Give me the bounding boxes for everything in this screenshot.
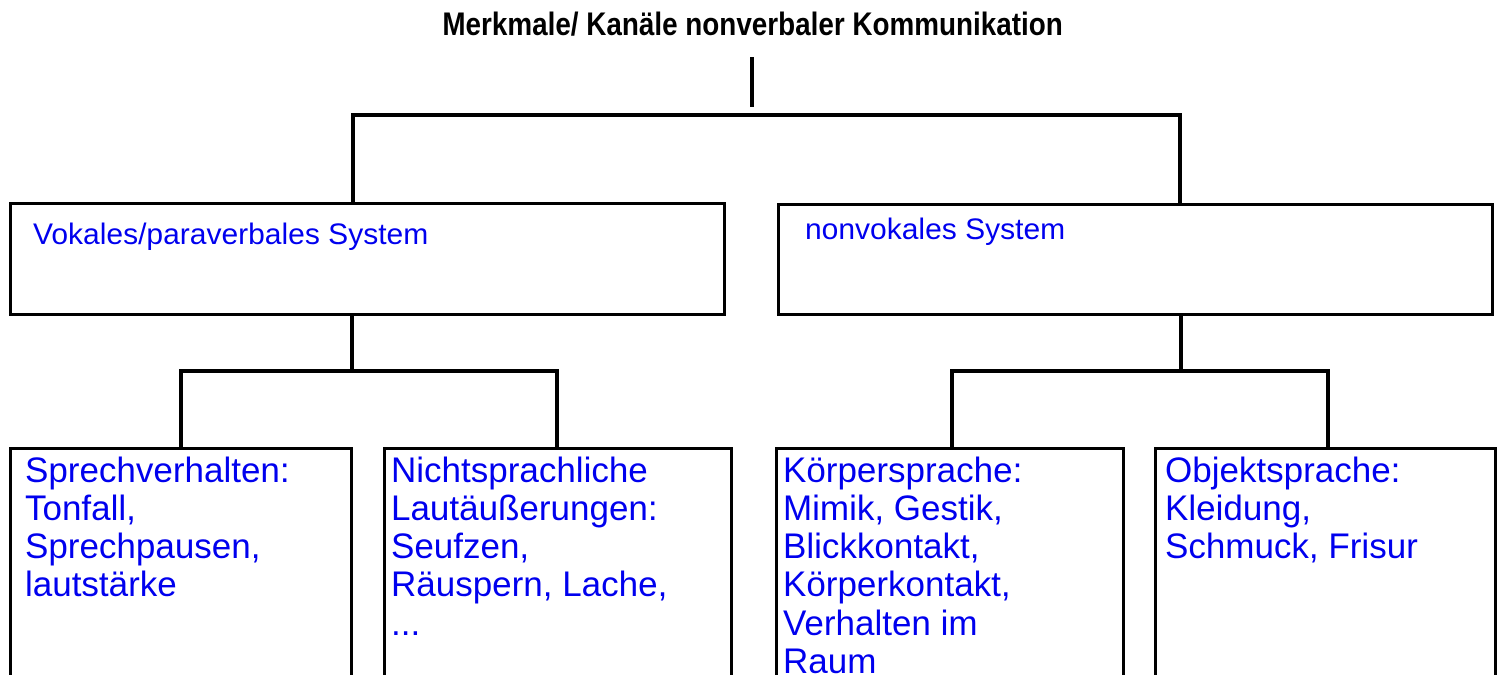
page-title-text: Merkmale/ Kanäle nonverbaler Kommunikati…	[442, 6, 1063, 42]
node-vokales-label: Vokales/paraverbales System	[33, 218, 429, 251]
node-nonvokales-label: nonvokales System	[805, 213, 1066, 246]
node-objektsprache-label: Objektsprache: Kleidung, Schmuck, Frisur	[1165, 451, 1418, 567]
connector-child4-vline	[1326, 369, 1330, 449]
connector-child1-vline	[179, 369, 183, 449]
connector-left-branch-vline	[351, 113, 355, 203]
connector-right-subtree-stub	[1179, 316, 1183, 371]
node-koerpersprache: Körpersprache: Mimik, Gestik, Blickkonta…	[775, 447, 1125, 675]
node-lautaeusserungen-label: Nichtsprachliche Lautäußerungen: Seufzen…	[391, 451, 668, 643]
node-sprechverhalten: Sprechverhalten: Tonfall, Sprechpausen, …	[9, 447, 353, 675]
connector-left-subtree-hline	[179, 369, 559, 373]
node-nonvokales-system: nonvokales System	[777, 203, 1494, 316]
connector-title-stub	[750, 57, 754, 107]
node-objektsprache: Objektsprache: Kleidung, Schmuck, Frisur	[1154, 447, 1497, 675]
node-vokales-paraverbales-system: Vokales/paraverbales System	[9, 202, 726, 316]
connector-top-horizontal	[351, 113, 1182, 117]
connector-child3-vline	[950, 369, 954, 449]
connector-left-subtree-stub	[350, 316, 354, 371]
connector-right-branch-vline	[1178, 113, 1182, 203]
node-koerpersprache-label: Körpersprache: Mimik, Gestik, Blickkonta…	[783, 451, 1023, 675]
connector-child2-vline	[555, 369, 559, 449]
connector-right-subtree-hline	[950, 369, 1330, 373]
page-title: Merkmale/ Kanäle nonverbaler Kommunikati…	[0, 6, 1505, 43]
node-nichtsprachliche-lautaeusserungen: Nichtsprachliche Lautäußerungen: Seufzen…	[383, 447, 733, 675]
node-sprechverhalten-label: Sprechverhalten: Tonfall, Sprechpausen, …	[25, 451, 290, 605]
